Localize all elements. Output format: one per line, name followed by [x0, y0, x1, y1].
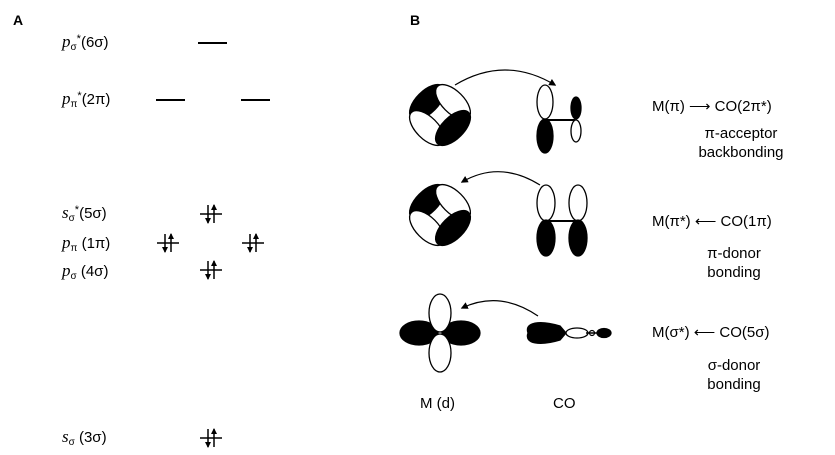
level-bar-2pi-right: [241, 99, 270, 101]
electron-pair-3sigma: [200, 428, 222, 448]
metal-d-orbital-row1: [408, 83, 472, 147]
panel-a-label: A: [13, 12, 24, 28]
interaction-2-relation: M(π*) ⟵ CO(1π): [652, 213, 772, 230]
interaction-3-description: σ-donor bonding: [707, 357, 761, 393]
interaction-2-description: π-donor bonding: [707, 245, 761, 281]
co-pi-orbital: [536, 184, 588, 257]
interaction-1-relation: M(π) ⟶ CO(2π*): [652, 98, 772, 115]
panel-b-label: B: [410, 12, 421, 28]
level-label-6sigma: pσ*(6σ): [62, 32, 109, 53]
metal-d-orbital-row3: [399, 293, 481, 373]
level-label-2pi: pπ*(2π): [62, 89, 111, 110]
level-label-1pi: pπ (1π): [62, 233, 111, 254]
interaction-3-relation: M(σ*) ⟵ CO(5σ): [652, 324, 770, 341]
electron-pair-5sigma: [200, 204, 222, 224]
arrow-backbonding: [454, 69, 557, 86]
level-bar-6sigma: [198, 42, 227, 44]
level-bar-2pi-left: [156, 99, 185, 101]
level-label-3sigma: sσ (3σ): [62, 427, 107, 448]
arrow-pi-donation: [460, 171, 541, 186]
electron-pair-1pi-right: [242, 233, 264, 253]
ligand-column-label: CO: [553, 395, 576, 412]
arrow-sigma-donation: [460, 300, 539, 317]
electron-pair-4sigma: [200, 260, 222, 280]
level-label-4sigma: pσ (4σ): [62, 261, 109, 282]
electron-pair-1pi-left: [157, 233, 179, 253]
interaction-1-description: π-acceptor backbonding: [698, 125, 784, 161]
metal-d-orbital-row2: [408, 183, 472, 247]
metal-column-label: M (d): [420, 395, 455, 412]
level-label-5sigma: sσ*(5σ): [62, 203, 107, 224]
co-sigma-orbital: [526, 322, 612, 344]
co-pi-star-orbital: [536, 84, 582, 154]
